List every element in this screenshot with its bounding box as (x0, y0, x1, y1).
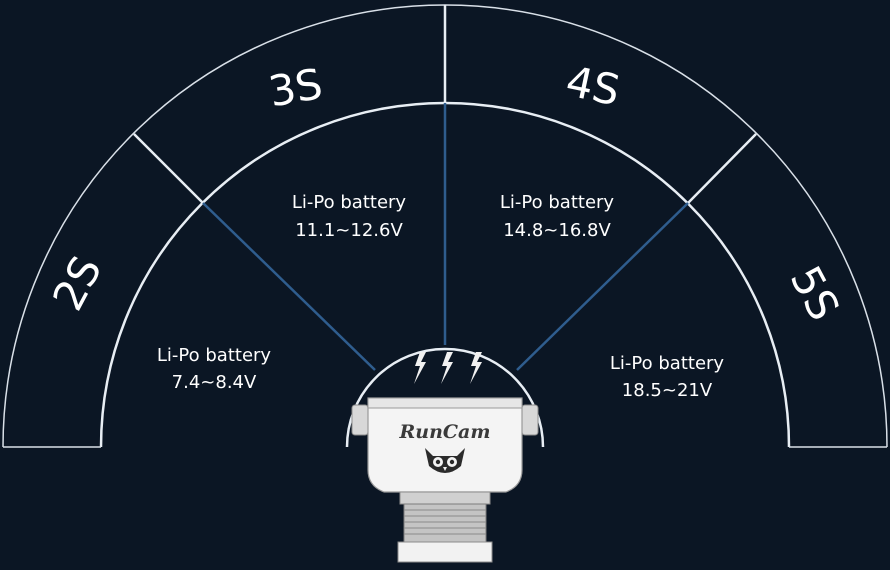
cells-label-5s: 5S (781, 258, 849, 328)
brand-logo: RunCam (399, 421, 491, 443)
cells-label-4s: 4S (562, 56, 624, 115)
battery-label-4s: Li-Po battery (500, 192, 615, 213)
owl-logo-icon (425, 448, 465, 473)
cells-label-3s: 3S (265, 59, 326, 117)
voltage-label-3s: 11.1~12.6V (295, 220, 403, 241)
voltage-label-2s: 7.4~8.4V (172, 372, 257, 393)
camera-body (367, 397, 523, 493)
lens-collar (399, 491, 491, 505)
battery-label-3s: Li-Po battery (292, 192, 407, 213)
lightning-bolt-icon (470, 352, 482, 384)
voltage-label-5s: 18.5~21V (622, 380, 713, 401)
outer-divider-right (687, 133, 757, 204)
battery-label-2s: Li-Po battery (157, 345, 272, 366)
outer-divider-left (133, 133, 204, 204)
voltage-label-4s: 14.8~16.8V (503, 220, 611, 241)
battery-label-5s: Li-Po battery (610, 353, 725, 374)
mount-ear-right (521, 404, 539, 436)
lightning-bolt-icon (441, 352, 453, 384)
cells-label-2s: 2S (43, 248, 111, 318)
lens-cap (397, 541, 493, 563)
camera-illustration: RunCam (351, 397, 539, 563)
inner-divider-right (516, 202, 689, 371)
inner-divider-left (202, 202, 376, 371)
mount-ear-left (351, 404, 369, 436)
lightning-bolt-icon (414, 352, 426, 384)
